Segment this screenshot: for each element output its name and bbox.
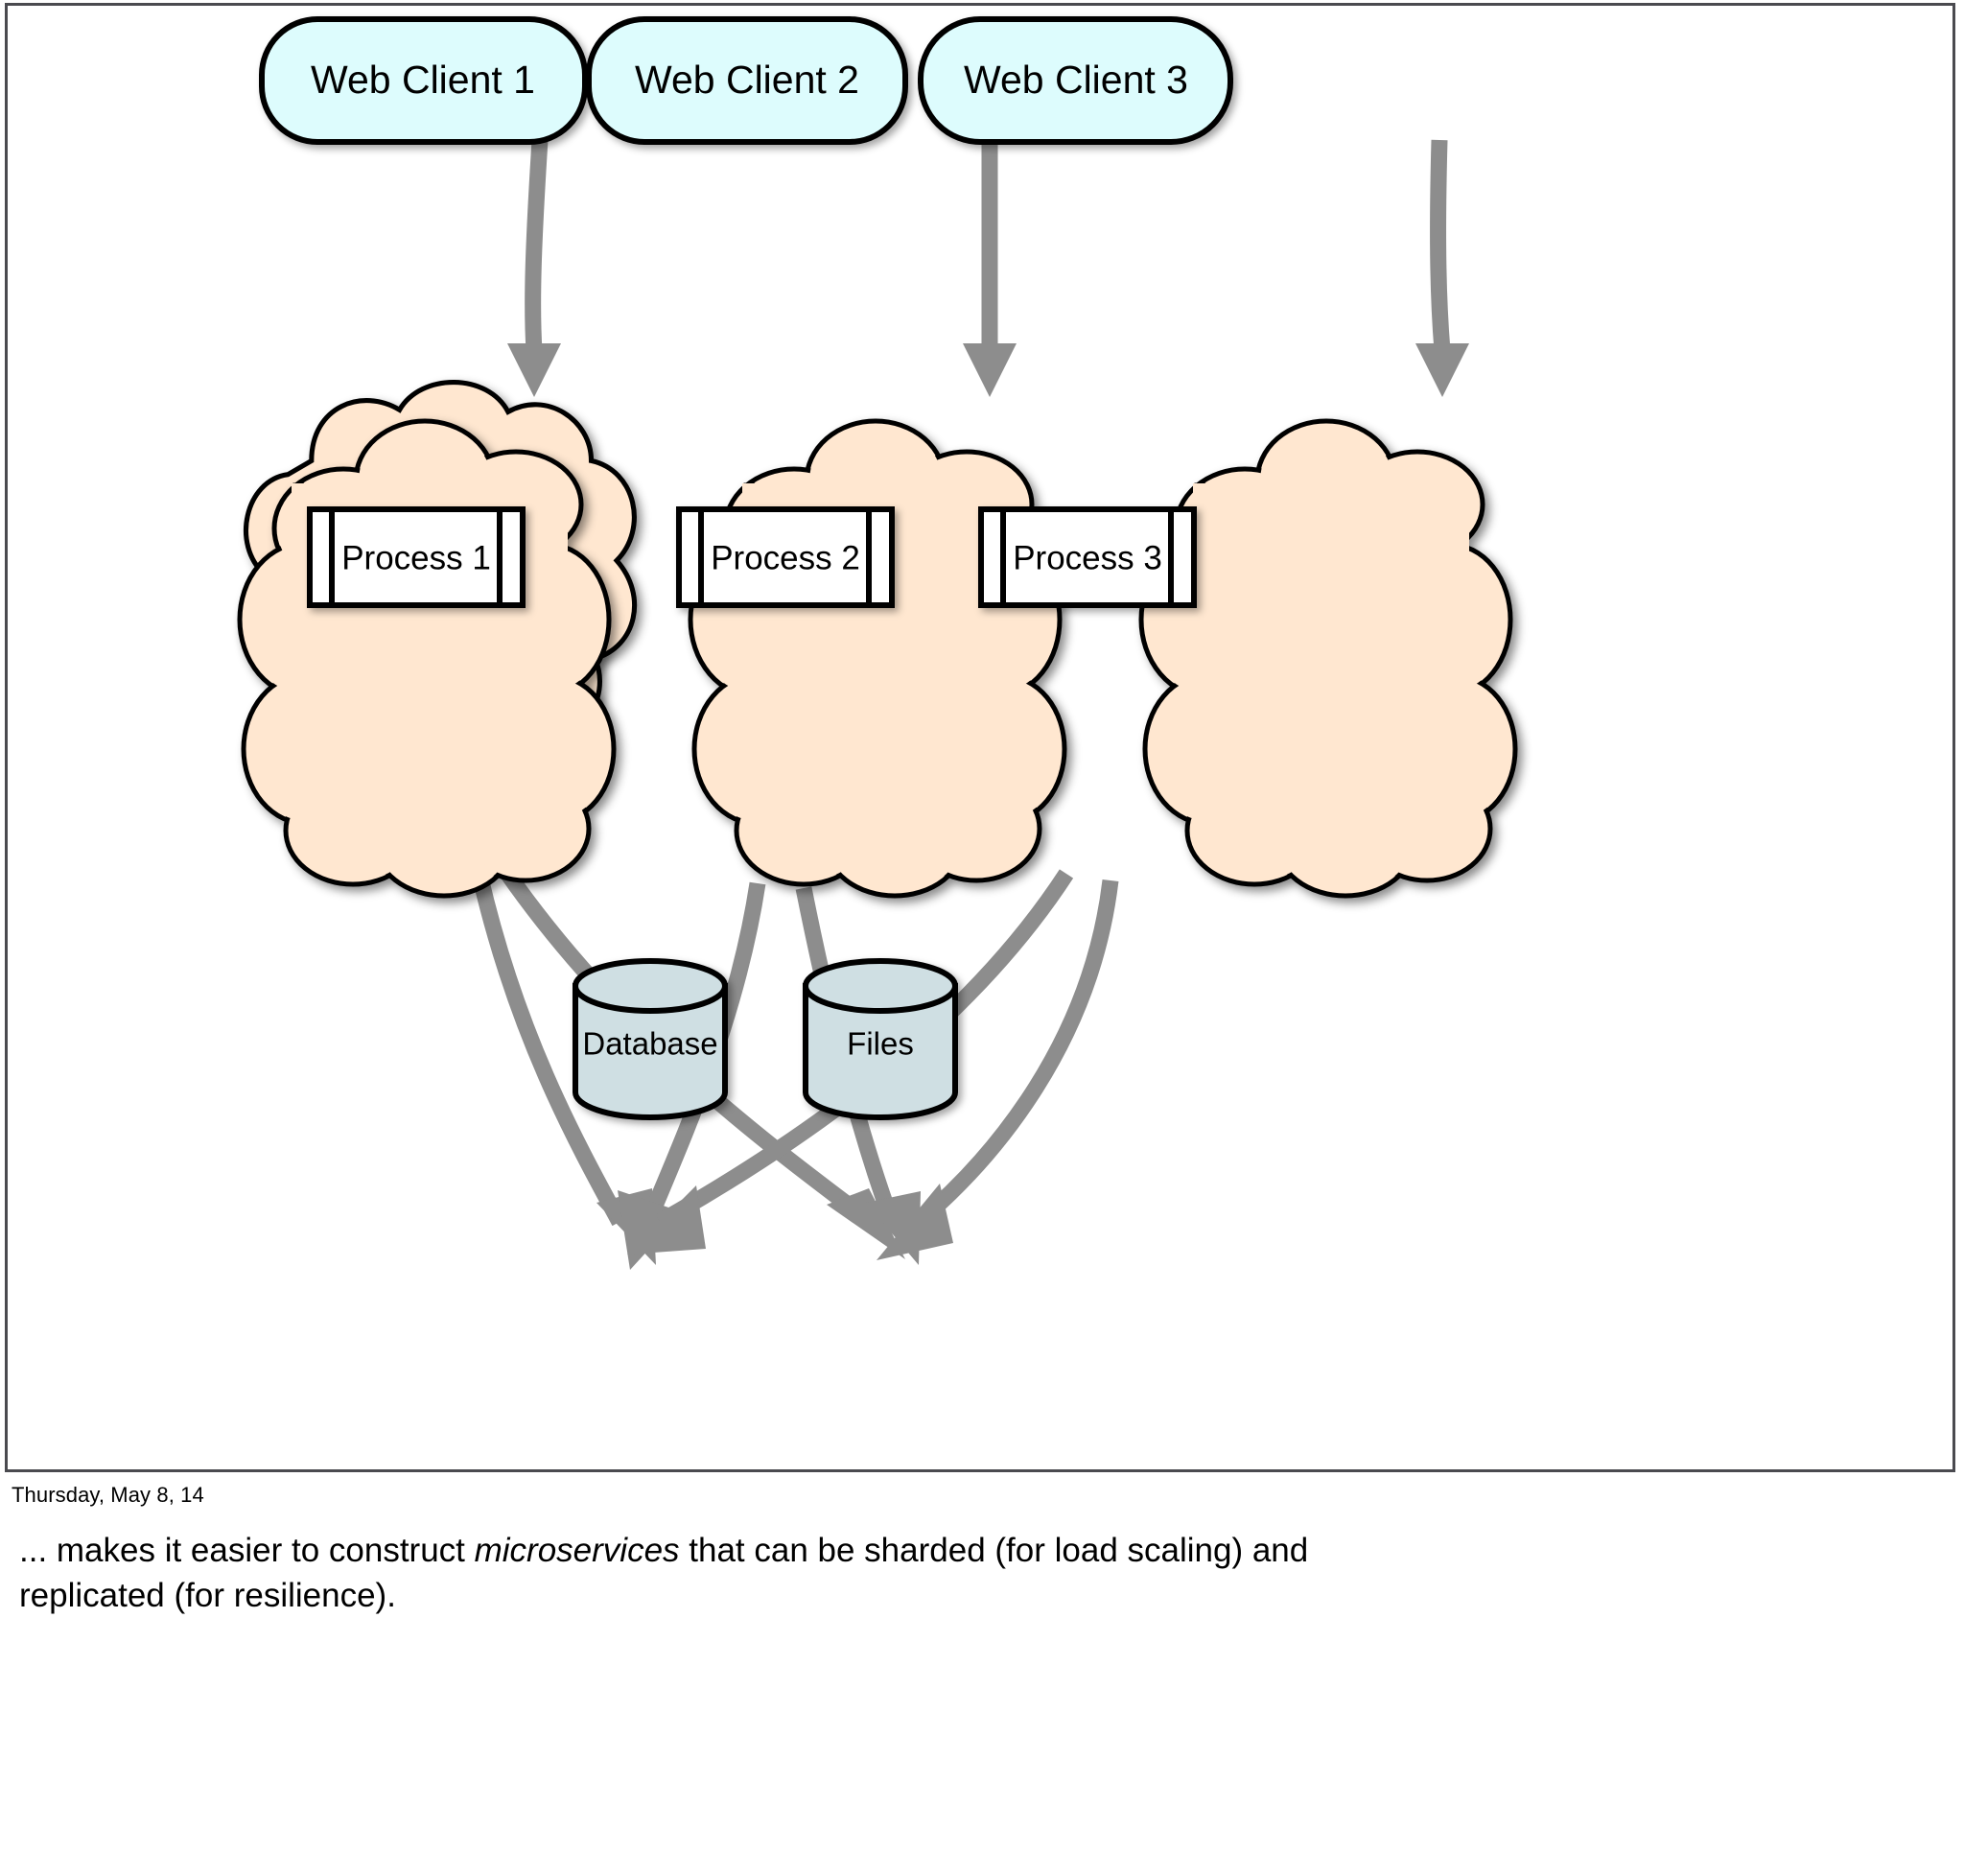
process-1-label: Process 1: [341, 539, 491, 576]
process-cloud-2-lobes[interactable]: [688, 418, 1067, 899]
arrow-client-3-to-process-3: [1415, 139, 1469, 397]
process-2-box[interactable]: [676, 506, 895, 608]
arrow-client-1-to-process-1: [507, 139, 561, 397]
process-cloud-1-lobes: [237, 418, 617, 899]
web-client-2-shape[interactable]: [586, 16, 908, 145]
web-client-2-label: Web Client 2: [635, 58, 859, 102]
process-3-label: Process 3: [1013, 539, 1162, 576]
process-2-outer[interactable]: [676, 506, 895, 608]
web-client-1-shape[interactable]: [259, 16, 588, 145]
process-3-outer[interactable]: [978, 506, 1197, 608]
slide-frame: Web Client 1 Web Client 2 Web Client 3: [5, 3, 1955, 1472]
files-body[interactable]: [803, 983, 958, 1120]
web-client-3[interactable]: [918, 16, 1233, 145]
web-client-3-shape[interactable]: [918, 16, 1233, 145]
architecture-diagram: Web Client 1 Web Client 2 Web Client 3: [237, 16, 1518, 1270]
web-client-2[interactable]: [586, 16, 908, 145]
caption-prefix: ... makes it easier to construct: [19, 1532, 475, 1569]
arrow-group-process-to-store: [471, 867, 1119, 1270]
web-client-3-label: Web Client 3: [964, 58, 1188, 102]
database-label: Database: [582, 1026, 717, 1062]
database-top: [573, 958, 728, 1014]
store-files[interactable]: [803, 958, 958, 1120]
files-top: [803, 958, 958, 1014]
slide-caption: ... makes it easier to construct microse…: [19, 1529, 1438, 1618]
process-2-label: Process 2: [711, 539, 860, 576]
store-database[interactable]: [573, 958, 728, 1120]
arrow-process-3-to-files: [877, 879, 1119, 1260]
process-cloud-3-lobes[interactable]: [1138, 418, 1518, 899]
arrow-group-client-to-process: [507, 139, 1469, 397]
web-client-1[interactable]: [259, 16, 588, 145]
caption-suffix: that can be sharded (for load scaling) a…: [19, 1532, 1309, 1614]
database-body[interactable]: [573, 983, 728, 1120]
arrow-client-2-to-process-2: [963, 140, 1017, 397]
process-3-box[interactable]: [978, 506, 1197, 608]
process-1-outer[interactable]: [307, 506, 526, 608]
web-client-3-shape-group[interactable]: [918, 16, 1233, 145]
slide-date: Thursday, May 8, 14: [12, 1483, 204, 1507]
process-1-box[interactable]: [307, 506, 526, 608]
web-client-1-label: Web Client 1: [311, 58, 535, 102]
caption-emphasis: microservices: [474, 1532, 680, 1569]
files-label: Files: [847, 1026, 914, 1062]
